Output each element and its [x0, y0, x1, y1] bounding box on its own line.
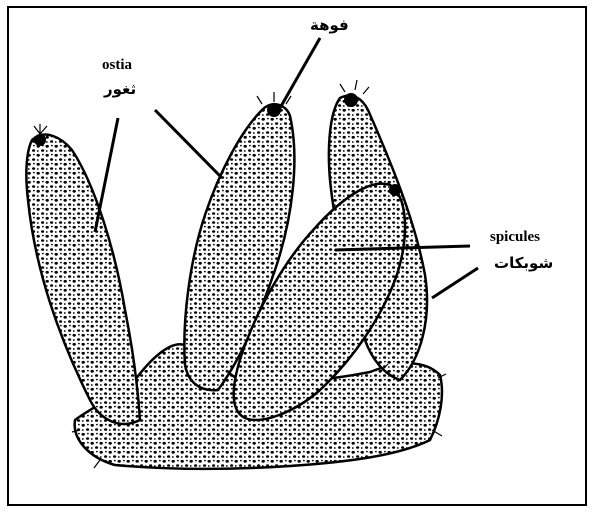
osculum-left — [34, 134, 46, 146]
osculum-front — [389, 184, 401, 196]
ostia-label-ar: ثغور — [104, 82, 136, 97]
osculum-right — [344, 93, 358, 107]
ostia-leader-line-2 — [155, 110, 222, 178]
sponge-tube-left — [26, 135, 140, 424]
ostia-leader-line-1 — [95, 118, 118, 232]
spicules-leader-line-2 — [432, 268, 478, 298]
ostia-label-en: ostia — [102, 58, 132, 73]
osculum-middle — [267, 103, 281, 117]
osculum-leader-line — [280, 38, 320, 108]
osculum-label-ar: فوهة — [310, 18, 349, 33]
spicules-label-ar: شوبكات — [494, 256, 553, 271]
spicules-label-en: spicules — [490, 230, 540, 245]
